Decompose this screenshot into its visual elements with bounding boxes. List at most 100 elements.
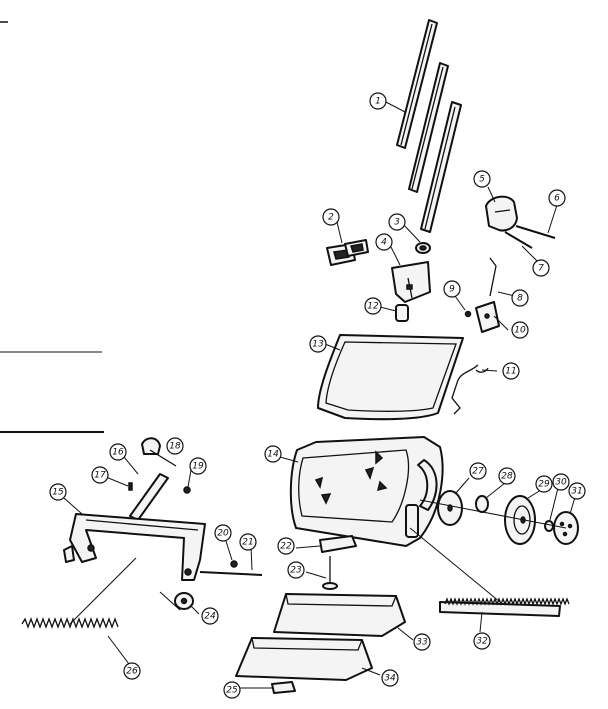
callout-label: 26	[126, 667, 138, 677]
callout-20: 20	[214, 524, 232, 542]
callout-9: 9	[443, 280, 461, 298]
callout-label: 13	[312, 340, 324, 350]
callout-19: 19	[189, 457, 207, 475]
callout-31: 31	[568, 482, 586, 500]
handle-pin	[515, 225, 556, 239]
callout-5: 5	[473, 170, 491, 188]
callout-label: 28	[501, 472, 513, 482]
dust-pan-lower	[235, 637, 373, 681]
screw-23	[322, 556, 338, 590]
callout-11: 11	[502, 362, 520, 380]
callout-15: 15	[49, 483, 67, 501]
callout-22: 22	[277, 537, 295, 555]
callout-21: 21	[239, 533, 257, 551]
callout-4: 4	[375, 233, 393, 251]
screw-11	[464, 310, 472, 318]
callout-label: 33	[416, 638, 428, 648]
callout-label: 24	[204, 612, 216, 622]
pivot-bushing	[395, 304, 409, 322]
handle-tube-upper	[396, 19, 438, 149]
callout-label: 10	[514, 326, 526, 336]
bumper-frame	[317, 334, 464, 421]
brush-strip	[439, 597, 570, 617]
callout-26: 26	[123, 662, 141, 680]
brush-roll	[21, 557, 137, 629]
pin-17	[128, 482, 133, 491]
callout-8: 8	[511, 289, 529, 307]
callout-label: 20	[217, 529, 229, 539]
callout-1: 1	[369, 92, 387, 110]
handle-collar	[415, 242, 431, 254]
callout-28: 28	[498, 467, 516, 485]
callout-33: 33	[413, 633, 431, 651]
callout-29: 29	[535, 475, 553, 493]
brush-strip-leader	[409, 527, 501, 603]
sweeper-housing	[289, 436, 444, 547]
callout-label: 5	[479, 175, 485, 185]
callout-label: 29	[538, 480, 550, 490]
callout-7: 7	[532, 259, 550, 277]
callout-27: 27	[469, 462, 487, 480]
nut-19	[183, 486, 191, 494]
screw-20	[230, 560, 238, 568]
callout-34: 34	[381, 669, 399, 687]
handle-bracket	[391, 261, 431, 303]
callout-2: 2	[322, 208, 340, 226]
callout-label: 21	[242, 538, 253, 548]
callout-label: 31	[571, 487, 582, 497]
callout-label: 22	[280, 542, 292, 552]
callout-label: 3	[394, 218, 400, 228]
handle-tube-lower	[420, 101, 462, 233]
callout-label: 30	[555, 478, 567, 488]
pivot-knob	[159, 591, 194, 611]
wheel	[504, 495, 536, 545]
handle-tube-middle	[408, 62, 449, 193]
wheel-hub-disc	[437, 490, 463, 526]
callout-25: 25	[223, 681, 241, 699]
axle-rod	[199, 571, 263, 576]
callout-23: 23	[287, 561, 305, 579]
callout-32: 32	[473, 632, 491, 650]
small-bracket	[271, 681, 296, 694]
latch-plate	[475, 301, 500, 333]
washer	[544, 520, 554, 532]
callout-24: 24	[201, 607, 219, 625]
brush-bearing	[141, 437, 177, 467]
callout-17: 17	[91, 466, 109, 484]
dust-pan-upper	[273, 593, 406, 637]
callout-label: 1	[375, 97, 381, 107]
callout-label: 23	[290, 566, 302, 576]
roller-shaft	[129, 473, 169, 521]
callout-label: 2	[328, 213, 334, 223]
callout-10: 10	[511, 321, 529, 339]
axle-line	[419, 499, 567, 529]
callout-label: 7	[538, 264, 544, 274]
callout-label: 11	[505, 367, 516, 377]
wire-spring	[451, 364, 489, 415]
callout-label: 19	[192, 462, 204, 472]
callout-label: 27	[472, 467, 484, 477]
spring-pin	[504, 231, 533, 249]
callout-18: 18	[166, 437, 184, 455]
decal-set	[326, 239, 369, 266]
callout-3: 3	[388, 213, 406, 231]
callout-label: 15	[52, 488, 64, 498]
callout-label: 4	[381, 238, 387, 248]
callout-label: 34	[384, 674, 396, 684]
callout-label: 25	[226, 686, 238, 696]
callout-label: 16	[112, 448, 124, 458]
callout-16: 16	[109, 443, 127, 461]
wheel-spacer	[475, 495, 489, 513]
latch-rod	[489, 257, 497, 297]
callout-label: 17	[94, 471, 106, 481]
callout-6: 6	[548, 189, 566, 207]
callout-30: 30	[552, 473, 570, 491]
callout-label: 9	[449, 285, 455, 295]
callout-label: 8	[517, 294, 523, 304]
callout-label: 6	[554, 194, 560, 204]
callout-label: 32	[476, 637, 488, 647]
dust-pan-clip	[319, 535, 357, 553]
callout-label: 18	[169, 442, 181, 452]
